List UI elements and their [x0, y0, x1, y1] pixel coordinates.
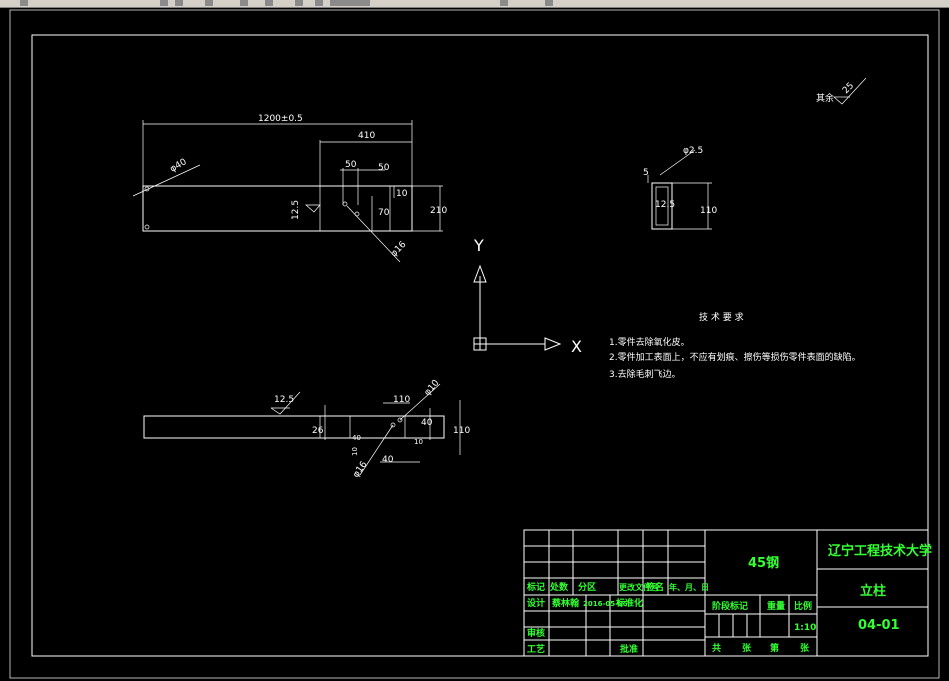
linetype-icon[interactable] [315, 0, 323, 6]
title-block-label: 分区 [578, 581, 596, 593]
lineweight-icon[interactable] [330, 0, 370, 6]
title-block-label: 比例 [794, 600, 812, 612]
dim-40c-bottom: 40 [382, 455, 394, 465]
dia-16: φ16 [389, 240, 409, 260]
bar-outline [142, 185, 413, 232]
title-block-label: 签名 [645, 581, 664, 593]
dim-10-bottom: 10 [414, 438, 423, 446]
title-block-label: 设计 [527, 597, 545, 609]
rough-12-5-side: 12.5 [655, 200, 675, 210]
side-view: φ2.5 5 12.5 110 [643, 146, 717, 230]
dia-10-bottom: φ10 [423, 378, 442, 398]
tech-requirements: 技 术 要 求 1.零件去除氧化皮。 2.零件加工表面上，不应有划痕、擦伤等损伤… [609, 311, 861, 380]
roughness-symbol-general: 其余 25 [816, 77, 867, 105]
material: 45钢 [748, 555, 779, 571]
tech-item-2: 2.零件加工表面上，不应有划痕、擦伤等损伤零件表面的缺陷。 [609, 351, 861, 363]
roughness-value: 25 [841, 81, 856, 96]
dim-10b-bottom: 10 [351, 447, 359, 456]
drawing-number: 04-01 [858, 618, 900, 633]
title-block: 45钢 辽宁工程技术大学 立柱 04-01 1:10 标记 处数 分区 更改文件… [523, 529, 932, 657]
title-block-label: 工艺 [527, 643, 545, 655]
undo-icon[interactable] [175, 0, 183, 6]
rough-12-5-front: 12.5 [291, 200, 301, 220]
title-block-label: 批准 [620, 643, 638, 655]
sheet-outer-border [9, 9, 940, 679]
tech-item-3: 3.去除毛刺飞边。 [609, 368, 681, 380]
title-block-label: 审核 [527, 627, 545, 639]
redo-icon[interactable] [205, 0, 213, 6]
bottom-view: 12.5 26 110 110 40 10 40 10 40 φ16 φ10 [143, 378, 470, 480]
dim-70: 70 [378, 208, 390, 218]
title-block-label: 第 [770, 642, 779, 654]
ucs-icon: Y X [473, 236, 582, 356]
front-view: 1200±0.5 410 50 50 210 70 10 φ40 φ16 12.… [132, 114, 447, 263]
dim-410: 410 [358, 131, 375, 141]
title-block-label: 共 [712, 642, 721, 654]
dim-110-side: 110 [700, 206, 717, 216]
dim-50b: 50 [378, 163, 390, 173]
tech-title: 技 术 要 求 [699, 311, 744, 323]
scale-value: 1:10 [794, 623, 816, 633]
dim-total-length: 1200±0.5 [258, 114, 303, 124]
window-icon[interactable] [20, 0, 28, 6]
title-block-label: 年、月、日 [669, 582, 709, 592]
dim-26: 26 [312, 426, 324, 436]
title-block-label: 标记 [526, 581, 545, 593]
roughness-label: 其余 [816, 92, 834, 104]
axis-y-label: Y [473, 236, 484, 255]
match-icon[interactable] [265, 0, 273, 6]
title-block-label: 标准化 [615, 597, 643, 609]
dia-2-5: φ2.5 [683, 146, 703, 156]
dim-210: 210 [430, 206, 447, 216]
university-name: 辽宁工程技术大学 [828, 543, 932, 559]
part-name: 立柱 [860, 583, 886, 599]
dim-5: 5 [643, 168, 649, 178]
title-block-label: 张 [742, 642, 752, 654]
rough-12-5-bottom: 12.5 [274, 395, 294, 405]
close-icon[interactable] [545, 0, 553, 6]
color-icon[interactable] [295, 0, 303, 6]
plot-icon[interactable] [500, 0, 508, 6]
title-block-label: 阶段标记 [712, 600, 748, 612]
drawing-canvas[interactable]: 其余 25 1200±0.5 410 50 50 210 70 10 [0, 8, 949, 681]
layer-icon[interactable] [240, 0, 248, 6]
dia-16-bottom: φ16 [351, 460, 369, 480]
dim-50a: 50 [345, 160, 357, 170]
title-block-label: 蔡林翰 [551, 597, 579, 609]
title-block-label: 2016-05-05 [583, 600, 628, 608]
title-block-label: 重量 [767, 600, 785, 612]
dim-110b-bottom: 110 [453, 426, 470, 436]
open-icon[interactable] [160, 0, 168, 6]
title-block-label: 处数 [549, 581, 569, 593]
cad-toolbar [0, 0, 949, 8]
dim-110-bottom: 110 [393, 395, 410, 405]
dim-40b-bottom: 40 [352, 434, 361, 442]
axis-x-label: X [571, 337, 582, 356]
dim-10: 10 [396, 189, 408, 199]
title-block-label: 更改文件号 [619, 582, 659, 592]
sheet-inner-border [31, 34, 929, 657]
title-block-label: 张 [800, 642, 810, 654]
dim-40-bottom: 40 [421, 418, 433, 428]
tech-item-1: 1.零件去除氧化皮。 [609, 336, 690, 348]
